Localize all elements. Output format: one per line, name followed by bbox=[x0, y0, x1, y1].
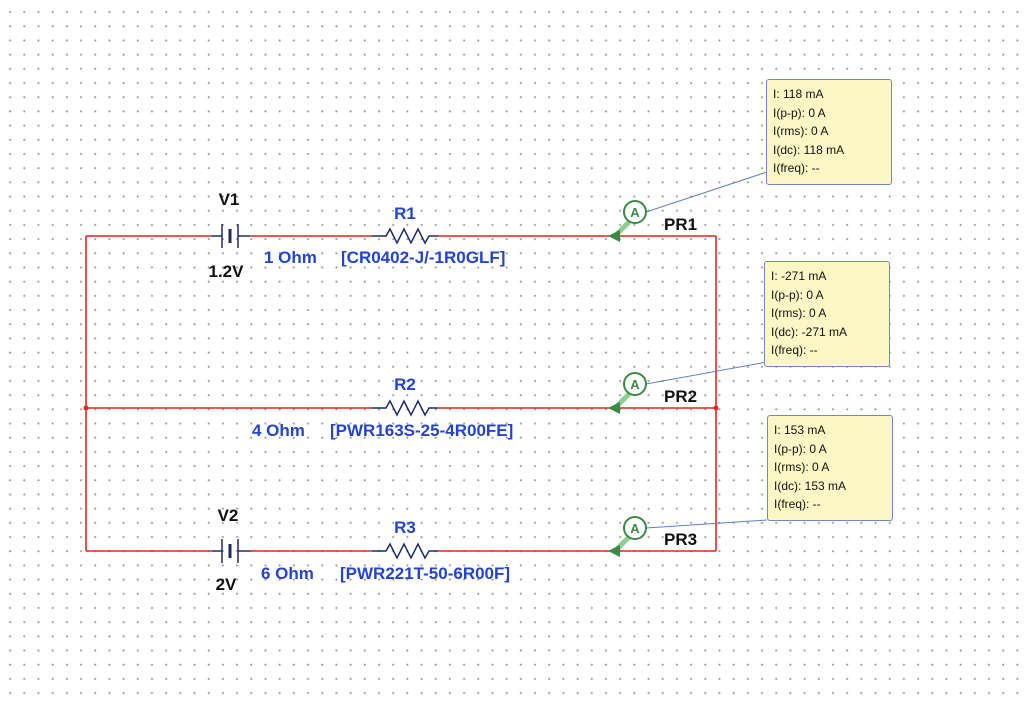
v1-value: 1.2V bbox=[209, 262, 245, 281]
probe-pr2[interactable]: A PR2 bbox=[608, 372, 697, 414]
r3-part: [PWR221T-50-6R00F] bbox=[340, 564, 510, 583]
battery-icon bbox=[212, 539, 250, 563]
pr1-current-freq: I(freq): -- bbox=[773, 161, 820, 176]
pr2-current-dc: I(dc): -271 mA bbox=[771, 324, 848, 339]
probe-pr1[interactable]: A PR1 bbox=[608, 200, 697, 242]
pr3-current-rms: I(rms): 0 A bbox=[774, 460, 830, 475]
probe-arrow-icon bbox=[608, 402, 620, 414]
probe-arrow-icon bbox=[608, 545, 620, 557]
probe-arrow-icon bbox=[608, 230, 620, 242]
pr2-current-rms: I(rms): 0 A bbox=[771, 306, 827, 321]
pr3-current: I: 153 mA bbox=[774, 423, 826, 437]
r1-name: R1 bbox=[394, 204, 416, 223]
resistor-r1[interactable]: R1 1 Ohm [CR0402-J/-1R0GLF] bbox=[264, 204, 505, 267]
r1-part: [CR0402-J/-1R0GLF] bbox=[341, 248, 505, 267]
resistor-r2[interactable]: R2 4 Ohm [PWR163S-25-4R00FE] bbox=[252, 375, 513, 440]
pr2-current-freq: I(freq): -- bbox=[771, 343, 818, 358]
pr1-current-rms: I(rms): 0 A bbox=[773, 124, 829, 139]
r3-value: 6 Ohm bbox=[261, 564, 314, 583]
resistor-icon bbox=[372, 399, 438, 417]
pr2-readout-tooltip[interactable]: I: -271 mA I(p-p): 0 A I(rms): 0 A I(dc)… bbox=[764, 261, 890, 367]
pr3-symbol: A bbox=[630, 521, 640, 536]
r2-part: [PWR163S-25-4R00FE] bbox=[330, 421, 513, 440]
battery-v1[interactable]: V1 1.2V bbox=[209, 190, 250, 281]
ammeter-icon bbox=[623, 516, 647, 540]
pr3-current-freq: I(freq): -- bbox=[774, 497, 821, 512]
battery-v2[interactable]: V2 2V bbox=[212, 506, 250, 594]
ammeter-icon bbox=[623, 200, 647, 224]
pr2-current: I: -271 mA bbox=[771, 269, 827, 283]
r2-value: 4 Ohm bbox=[252, 421, 305, 440]
junction-right bbox=[713, 405, 719, 411]
pr2-name: PR2 bbox=[664, 387, 697, 406]
pr1-current: I: 118 mA bbox=[773, 87, 824, 101]
pr3-name: PR3 bbox=[664, 530, 697, 549]
wires bbox=[83, 235, 719, 552]
pr2-symbol: A bbox=[630, 377, 640, 392]
resistor-icon bbox=[372, 227, 438, 245]
pr1-readout-tooltip[interactable]: I: 118 mA I(p-p): 0 A I(rms): 0 A I(dc):… bbox=[766, 79, 892, 185]
pr3-readout-tooltip[interactable]: I: 153 mA I(p-p): 0 A I(rms): 0 A I(dc):… bbox=[767, 415, 893, 521]
pr1-symbol: A bbox=[630, 205, 640, 220]
battery-icon bbox=[212, 224, 250, 248]
pr1-name: PR1 bbox=[664, 215, 697, 234]
pr3-leader-line bbox=[645, 519, 768, 529]
r2-name: R2 bbox=[394, 375, 416, 394]
pr1-current-pp: I(p-p): 0 A bbox=[773, 105, 826, 120]
v2-value: 2V bbox=[216, 575, 237, 594]
junction-left bbox=[83, 405, 89, 411]
r3-name: R3 bbox=[394, 518, 416, 537]
pr3-current-dc: I(dc): 153 mA bbox=[774, 478, 847, 493]
pr2-leader-line bbox=[645, 361, 768, 385]
pr2-current-pp: I(p-p): 0 A bbox=[771, 287, 824, 302]
pr3-current-pp: I(p-p): 0 A bbox=[774, 441, 827, 456]
probe-pr3[interactable]: A PR3 bbox=[608, 516, 697, 557]
v1-name: V1 bbox=[219, 190, 240, 209]
resistor-icon bbox=[372, 542, 438, 560]
v2-name: V2 bbox=[218, 506, 239, 525]
pr1-leader-line bbox=[645, 171, 768, 213]
ammeter-icon bbox=[623, 372, 647, 396]
r1-value: 1 Ohm bbox=[264, 248, 317, 267]
resistor-r3[interactable]: R3 6 Ohm [PWR221T-50-6R00F] bbox=[261, 518, 510, 583]
pr1-current-dc: I(dc): 118 mA bbox=[773, 142, 845, 157]
